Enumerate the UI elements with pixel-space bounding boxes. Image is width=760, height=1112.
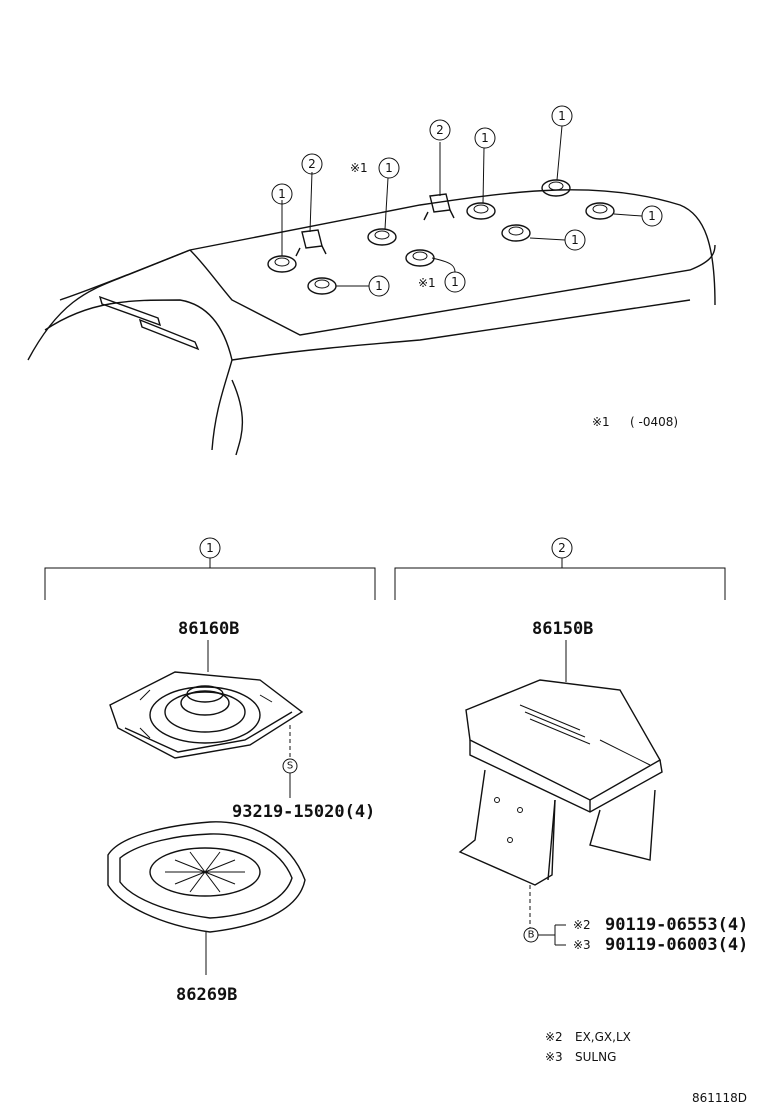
roof-note-mark-a: ※1 <box>350 161 368 175</box>
callout-1-d: 1 <box>551 105 573 127</box>
svg-text:B: B <box>528 930 535 941</box>
grille-part-no: 86269B <box>176 985 237 1005</box>
svg-text:1: 1 <box>278 187 286 201</box>
amplifier-unit <box>458 679 663 886</box>
callout-1-c: 1 <box>474 127 496 149</box>
svg-text:2: 2 <box>558 541 566 555</box>
callout-2-a: 2 <box>301 153 323 175</box>
svg-text:1: 1 <box>571 233 579 247</box>
roof-speaker-b <box>307 277 337 295</box>
figure-id: 861118D <box>692 1091 747 1105</box>
roof-speaker-h <box>585 202 615 220</box>
roof-note-mark-b: ※1 <box>418 276 436 290</box>
roof-speaker-d <box>405 249 435 267</box>
speaker-grille <box>107 821 306 933</box>
svg-text:1: 1 <box>385 161 393 175</box>
bolt-variant-2-part-no: 90119-06003(4) <box>605 935 748 955</box>
roof-assembly <box>27 125 716 456</box>
svg-text:1: 1 <box>451 275 459 289</box>
roof-speaker-a <box>267 255 297 273</box>
callout-1-h: 1 <box>444 271 466 293</box>
bolt-variant-1-mark: ※2 <box>573 918 591 932</box>
svg-text:1: 1 <box>648 209 656 223</box>
footnote-range-1: ( -0408) <box>630 415 678 429</box>
screw-symbol: S <box>282 758 298 774</box>
callout-1-a: 1 <box>271 183 293 205</box>
roof-speaker-e <box>466 202 496 220</box>
legend-text-2: SULNG <box>575 1050 616 1064</box>
svg-text:2: 2 <box>436 123 444 137</box>
roof-speaker-unit <box>109 671 304 759</box>
callout-1-b: 1 <box>378 157 400 179</box>
speaker-part-no: 86160B <box>178 619 239 639</box>
svg-text:2: 2 <box>308 157 316 171</box>
screw-part-no: 93219-15020(4) <box>232 802 375 822</box>
svg-text:1: 1 <box>206 541 214 555</box>
callout-1-g: 1 <box>368 275 390 297</box>
svg-text:1: 1 <box>558 109 566 123</box>
callout-1-f: 1 <box>564 229 586 251</box>
legend-text-1: EX,GX,LX <box>575 1030 631 1044</box>
callout-2-b: 2 <box>429 119 451 141</box>
roof-speaker-f <box>501 224 531 242</box>
legend-mark-2: ※3 <box>545 1050 563 1064</box>
legend-mark-1: ※2 <box>545 1030 563 1044</box>
roof-amp-bracket-a <box>295 229 327 257</box>
svg-text:1: 1 <box>375 279 383 293</box>
roof-speaker-g <box>541 179 571 197</box>
bolt-symbol: B <box>523 927 539 943</box>
roof-amp-bracket-b <box>423 193 455 221</box>
bolt-variant-2-mark: ※3 <box>573 938 591 952</box>
svg-text:1: 1 <box>481 131 489 145</box>
footnote-mark-1: ※1 <box>592 415 610 429</box>
bolt-variant-1-part-no: 90119-06553(4) <box>605 915 748 935</box>
amp-part-no: 86150B <box>532 619 593 639</box>
group-1-bracket: 1 <box>44 537 376 600</box>
callout-1-e: 1 <box>641 205 663 227</box>
svg-text:S: S <box>287 761 293 772</box>
group-2-bracket: 2 <box>394 537 726 600</box>
roof-speaker-c <box>367 228 397 246</box>
